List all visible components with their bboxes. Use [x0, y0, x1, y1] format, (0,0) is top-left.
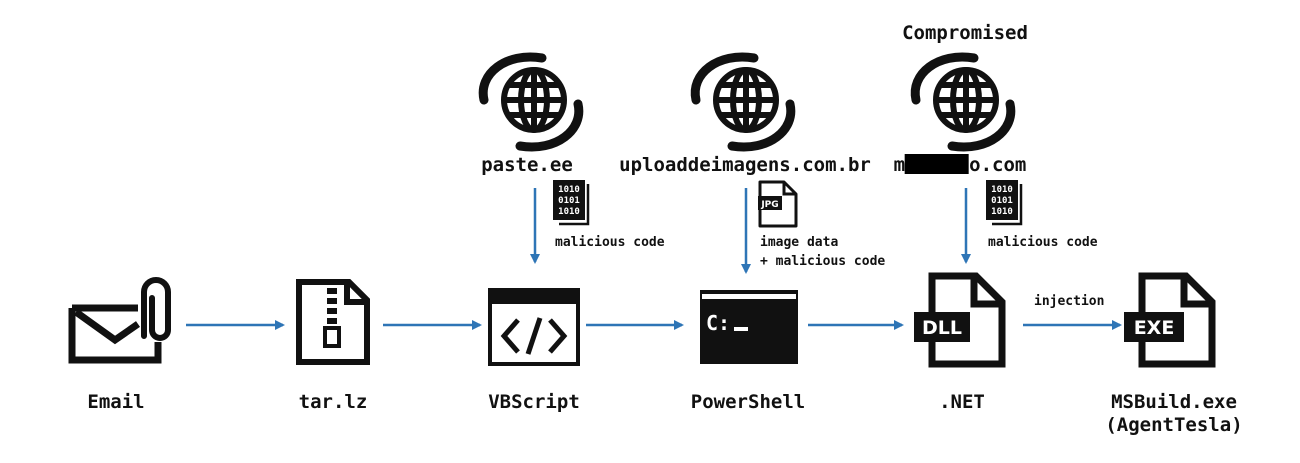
terminal-icon: C:	[700, 290, 798, 364]
binary-line: 1010	[558, 207, 580, 217]
dll-file-icon: DLL	[914, 272, 1006, 368]
dll-text: DLL	[922, 317, 962, 339]
node-dotnet-label: .NET	[939, 391, 985, 413]
binary-file-icon-1: 1010 0101 1010	[553, 180, 590, 226]
archive-file-icon	[296, 279, 370, 365]
binary-file-icon-2: 1010 0101 1010	[986, 180, 1023, 226]
note-malicious-code-2: malicious code	[988, 235, 1098, 250]
node-vbscript-label: VBScript	[488, 391, 580, 413]
note-image-data: image data	[760, 235, 839, 250]
node-tarlz-label: tar.lz	[298, 391, 368, 413]
source-upload-label: uploaddeimagens.com.br	[619, 154, 871, 176]
note-injection: injection	[1034, 294, 1105, 309]
jpg-file-icon: JPG	[758, 180, 798, 228]
compromised-label: Compromised	[902, 22, 1028, 44]
code-window-icon	[488, 288, 580, 366]
note-malicious-code-1: malicious code	[555, 235, 665, 250]
binary-line: 0101	[558, 196, 580, 206]
jpg-text: JPG	[760, 200, 778, 210]
binary-line: 1010	[991, 185, 1013, 195]
binary-line: 1010	[558, 185, 580, 195]
binary-line: 0101	[991, 196, 1013, 206]
node-msbuild-label: MSBuild.exe	[1111, 391, 1237, 413]
node-email-label: Email	[87, 391, 145, 413]
node-agenttesla-label: (AgentTesla)	[1105, 414, 1243, 436]
node-powershell-label: PowerShell	[690, 391, 806, 413]
globe-icon-compromised	[910, 52, 1016, 152]
exe-text: EXE	[1134, 317, 1175, 339]
redaction-bar	[905, 154, 970, 174]
prompt-text: C:	[706, 311, 730, 335]
exe-file-icon: EXE	[1124, 272, 1216, 368]
binary-line: 1010	[991, 207, 1013, 217]
globe-icon-paste	[478, 52, 584, 152]
email-icon	[68, 277, 171, 364]
globe-icon-upload	[690, 52, 796, 152]
note-plus-malicious: + malicious code	[760, 254, 886, 269]
source-paste-label: paste.ee	[481, 154, 573, 176]
